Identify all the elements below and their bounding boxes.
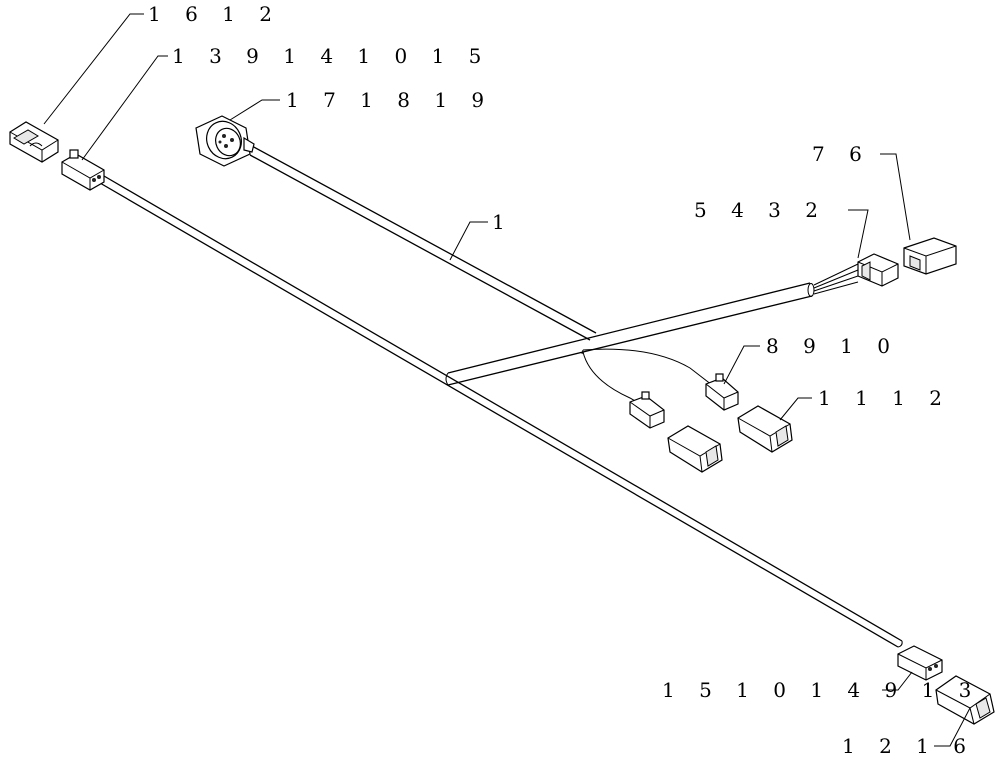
branch-connector-lower	[629, 391, 665, 429]
callout-7-6: 7 6	[812, 142, 871, 166]
callout-16-12: 1 6 1 2	[148, 2, 281, 26]
leader-lines	[43, 13, 971, 747]
callout-5-4-3-2: 5 4 3 2	[694, 198, 827, 222]
four-pin-socket	[857, 253, 899, 287]
cross-cable	[445, 263, 859, 386]
callout-1: 1	[492, 210, 514, 234]
socket-top-left	[61, 149, 105, 191]
callout-17-18-19: 1 7 1 8 1 9	[286, 88, 493, 112]
plug-lower-right	[935, 675, 995, 725]
callout-15-10-14-9-13: 1 5 1 0 1 4 9 1 3	[662, 678, 980, 702]
mating-plug-right	[903, 237, 957, 275]
callout-11-12: 1 1 1 2	[818, 386, 951, 410]
callout-12-16: 1 2 1 6	[842, 734, 975, 758]
main-cable-long	[99, 175, 903, 648]
socket-lower-right	[897, 645, 943, 681]
branch-wires	[581, 348, 713, 406]
mating-plug-11-12	[737, 405, 793, 453]
main-trunk-cable	[249, 145, 597, 341]
branch-connector-upper	[705, 373, 739, 411]
callout-13-9-14-10-15: 1 3 9 1 4 1 0 1 5	[172, 44, 490, 68]
plug-top-left	[9, 121, 59, 163]
round-connector	[195, 115, 255, 167]
mating-plug-lower	[667, 425, 723, 473]
callout-8-9-10: 8 9 1 0	[766, 334, 899, 358]
callout-labels: 1 6 1 2 1 3 9 1 4 1 0 1 5 1 7 1 8 1 9 1 …	[148, 2, 980, 758]
